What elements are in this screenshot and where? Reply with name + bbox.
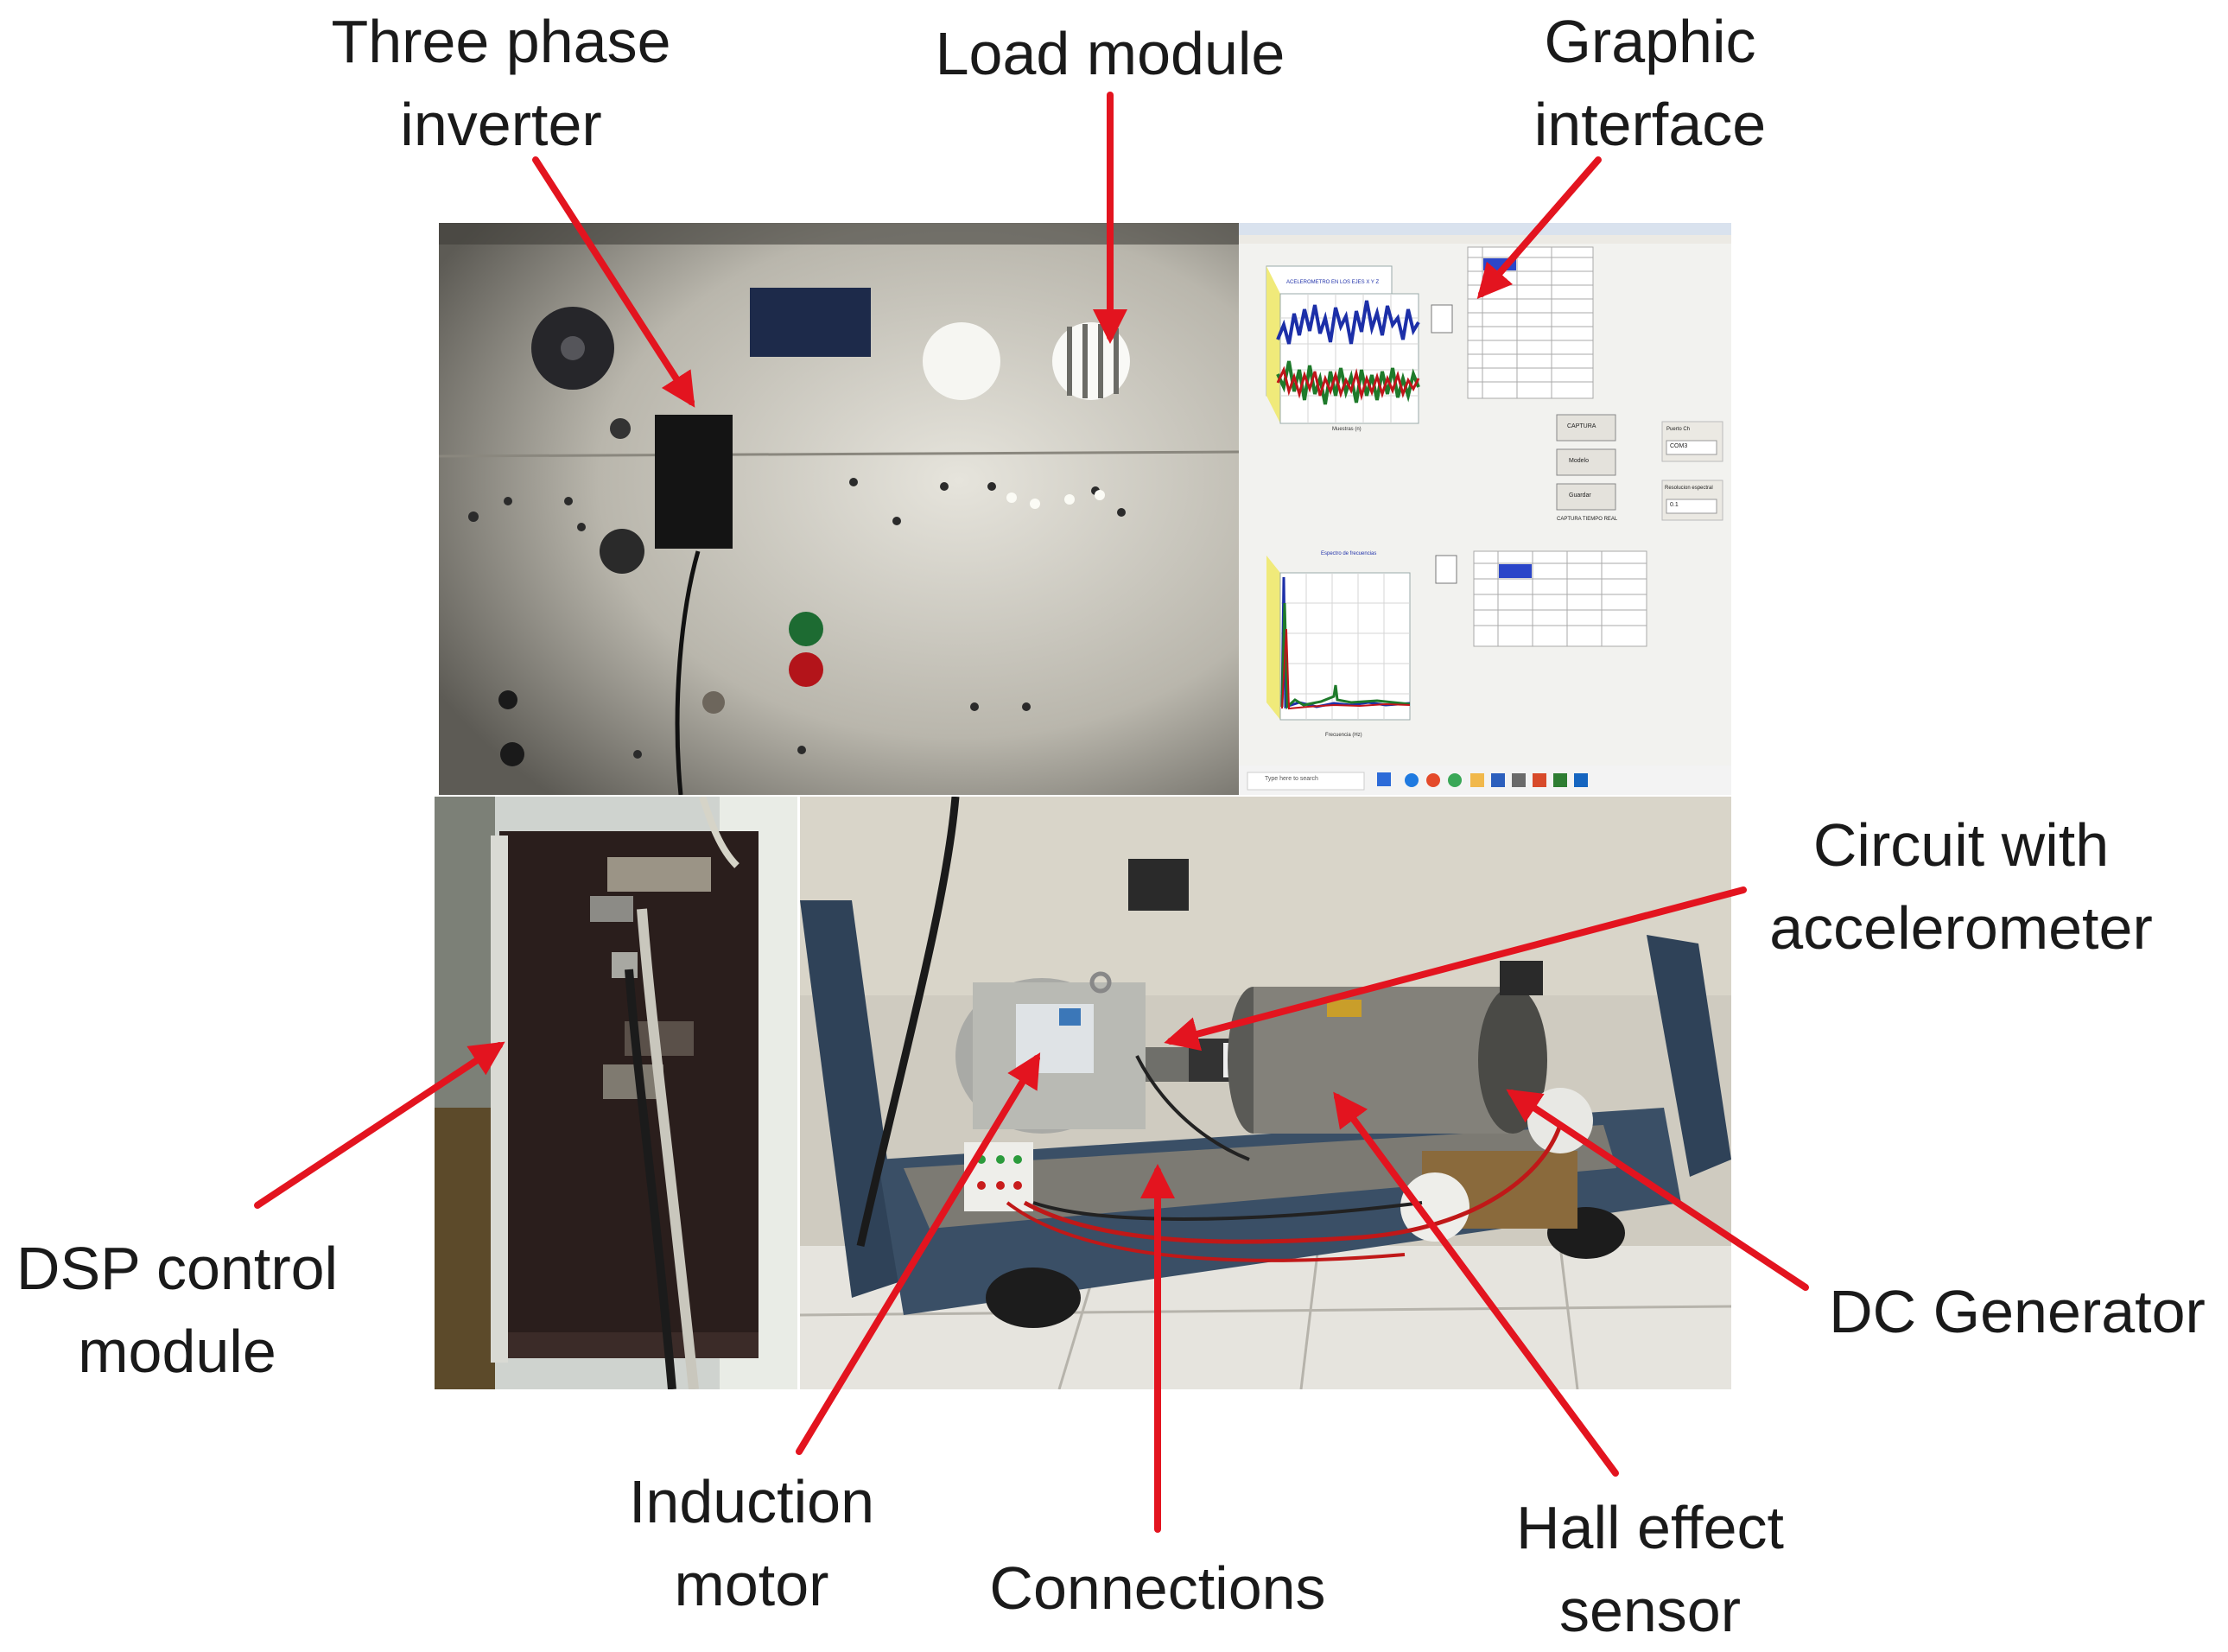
chart2-xlabel: Frecuencia (Hz) [1325, 733, 1362, 738]
chart1-xlabel: Muestras (n) [1332, 427, 1362, 432]
label-dc-generator: DC Generator [1829, 1278, 2206, 1345]
label-graphic-interface: Graphic interface [1533, 8, 1767, 158]
arrow-graphic-interface [1476, 156, 1602, 300]
label-hall-effect-sensor: Hall effect sensor [1516, 1494, 1784, 1644]
realtime-checkbox[interactable]: CAPTURA TIEMPO REAL [1557, 517, 1618, 522]
label-induction-motor: Induction motor [628, 1468, 875, 1618]
port-select[interactable]: COM3 [1670, 443, 1688, 449]
arrow-dc-generator [1506, 1089, 1809, 1291]
arrow-dsp-control-module [254, 1041, 505, 1209]
label-dsp-control-module: DSP control module [16, 1235, 339, 1385]
chart2-title: Espectro de frecuencias [1321, 551, 1377, 556]
resolution-label: Resolucion espectral [1665, 486, 1713, 491]
arrow-induction-motor [796, 1052, 1041, 1455]
label-circuit-with-accelerometer: Circuit with accelerometer [1769, 811, 2153, 962]
port-label: Puerto Ch [1666, 427, 1691, 432]
graphic-interface-screenshot: ACELEROMETRO EN LOS EJES X Y Z Muestras … [1239, 223, 1731, 795]
arrow-hall-effect-sensor [1333, 1091, 1619, 1477]
dsp-module-photo [435, 797, 797, 1389]
model-button[interactable]: Modelo [1569, 458, 1589, 464]
motor-bench-photo [800, 797, 1731, 1389]
capture-button[interactable]: CAPTURA [1567, 423, 1596, 429]
taskbar-search[interactable]: Type here to search [1265, 776, 1318, 782]
series-y-line [1276, 365, 1420, 401]
series-x-line [1276, 300, 1420, 345]
arrow-circuit-with-accelerometer [1164, 886, 1747, 1052]
label-connections: Connections [989, 1554, 1326, 1622]
label-three-phase-inverter: Three phase inverter [331, 8, 671, 158]
save-button[interactable]: Guardar [1569, 492, 1591, 499]
label-load-module: Load module [935, 20, 1285, 87]
chart1-title: ACELEROMETRO EN LOS EJES X Y Z [1286, 280, 1380, 285]
resolution-select[interactable]: 0.1 [1670, 502, 1679, 508]
arrow-three-phase-inverter [532, 156, 695, 408]
